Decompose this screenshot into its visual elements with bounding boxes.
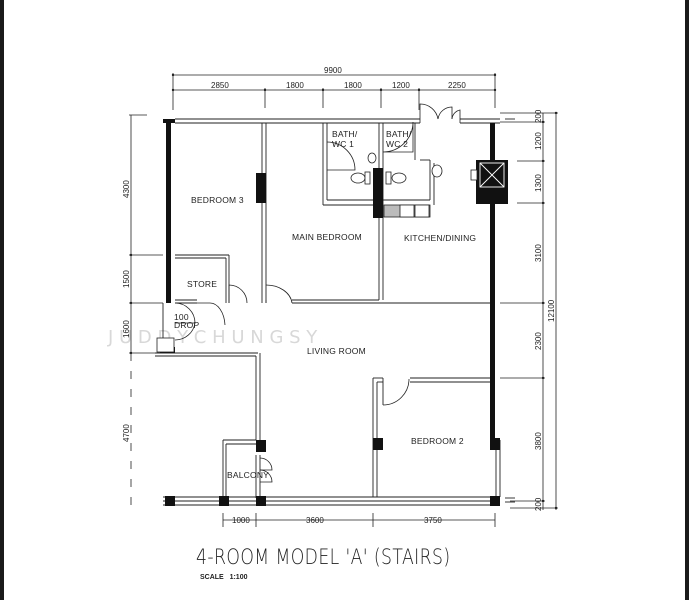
room-label-living: LIVING ROOM — [307, 346, 366, 356]
room-label-drop-1: 100 — [174, 312, 189, 322]
dim-bottom-1: 1000 — [232, 516, 250, 525]
scale-label: SCALE — [200, 574, 224, 581]
room-label-main-bedroom: MAIN BEDROOM — [292, 232, 362, 242]
floor-plan-drawing: J U D D Y C H U N G S Y 9900 2850 1800 1… — [107, 66, 558, 527]
dim-right-6: 3800 — [534, 432, 543, 450]
dim-right-4: 3100 — [534, 244, 543, 262]
dim-top-4: 1200 — [392, 81, 410, 90]
room-label-kitchen: KITCHEN/DINING — [404, 233, 476, 243]
room-label-drop-2: DROP — [174, 320, 199, 330]
room-label-bath-1a: BATH/ — [332, 129, 358, 139]
floor-plan-page: J U D D Y C H U N G S Y 9900 2850 1800 1… — [4, 0, 685, 600]
scale-note: SCALE 1:100 — [200, 574, 247, 581]
right-dimension-lines — [500, 112, 558, 510]
structural-walls — [160, 119, 508, 506]
refuse-chute — [156, 337, 175, 353]
dim-right-5: 2300 — [534, 332, 543, 350]
dim-right-1: 200 — [534, 109, 543, 123]
dim-bottom-3: 3750 — [424, 516, 442, 525]
dim-left-2: 1500 — [122, 270, 131, 288]
dim-right-3: 1300 — [534, 174, 543, 192]
dim-left-3: 1600 — [122, 320, 131, 338]
room-label-bedroom-2: BEDROOM 2 — [411, 436, 464, 446]
dim-right-7: 200 — [534, 497, 543, 511]
dim-left-4: 4700 — [122, 424, 131, 442]
watermark: J U D D Y C H U N G S Y — [107, 327, 318, 348]
room-label-bath-2a: BATH/ — [386, 129, 412, 139]
bottom-dimension-lines — [222, 513, 496, 527]
room-label-balcony: BALCONY — [227, 470, 269, 480]
room-label-bath-2b: WC 2 — [386, 139, 408, 149]
room-label-store: STORE — [187, 279, 217, 289]
dim-top-1: 2850 — [211, 81, 229, 90]
dim-left-1: 4300 — [122, 180, 131, 198]
dim-top-total: 9900 — [324, 66, 342, 75]
room-label-bath-1b: WC 1 — [332, 139, 354, 149]
walls — [155, 118, 515, 506]
dim-top-3: 1800 — [344, 81, 362, 90]
scale-value: 1:100 — [229, 574, 248, 581]
top-dimension-lines — [172, 73, 496, 110]
dim-right-2: 1200 — [534, 132, 543, 150]
dim-right-total: 12100 — [547, 299, 556, 322]
dim-top-5: 2250 — [448, 81, 466, 90]
shaft-icon — [479, 162, 505, 188]
doors — [174, 103, 461, 483]
plan-title: 4-ROOM MODEL 'A' (STAIRS) — [196, 545, 451, 569]
room-label-bedroom-3: BEDROOM 3 — [191, 195, 244, 205]
dim-bottom-2: 3600 — [306, 516, 324, 525]
sanitary-fixtures — [350, 152, 443, 218]
dim-top-2: 1800 — [286, 81, 304, 90]
